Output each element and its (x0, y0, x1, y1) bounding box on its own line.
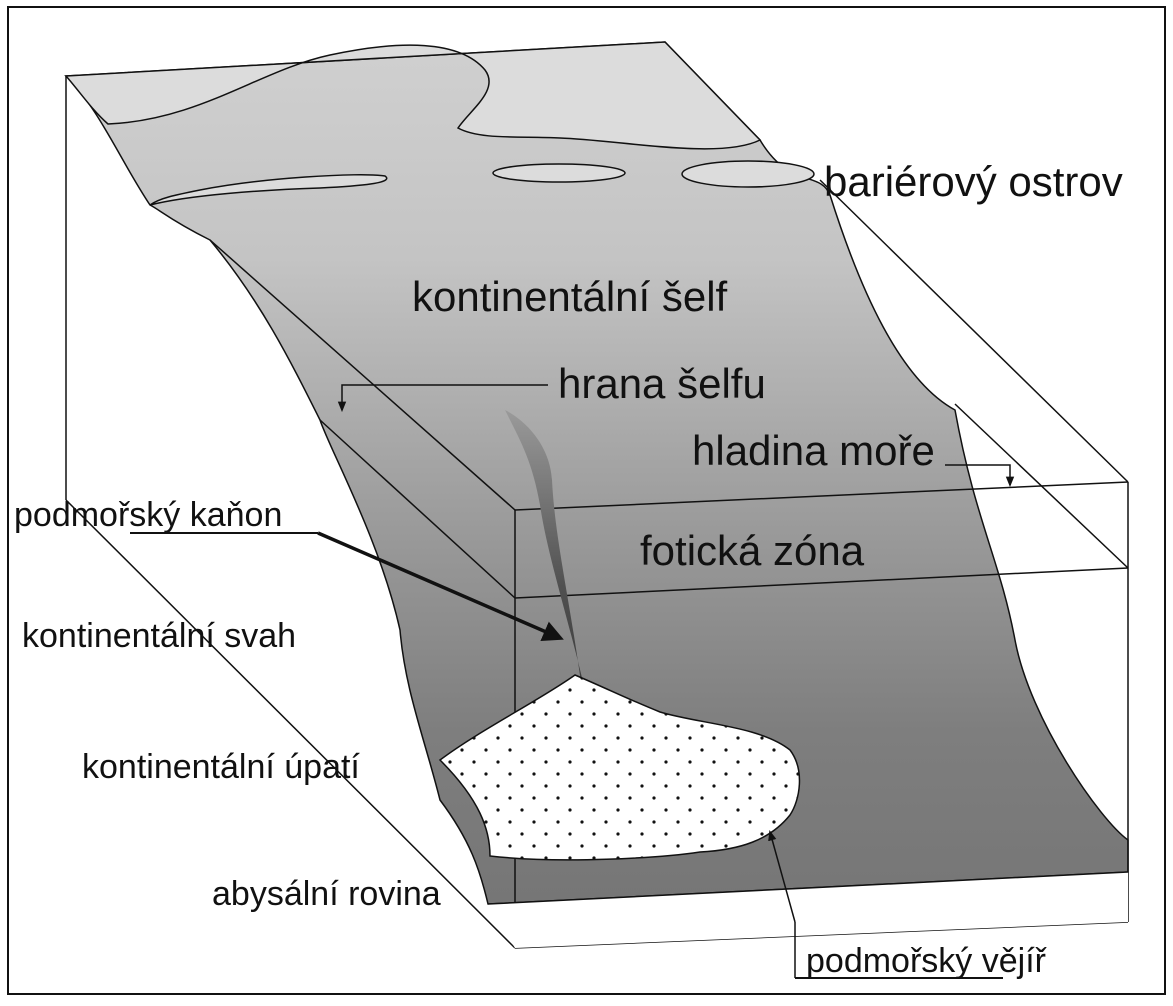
label-submarine-fan: podmořský vějíř (806, 942, 1047, 980)
barrier-island-small (493, 164, 625, 182)
label-submarine-canyon: podmořský kaňon (14, 496, 282, 534)
label-continental-shelf: kontinentální šelf (412, 273, 728, 320)
label-barrier-island: bariérový ostrov (824, 158, 1123, 205)
label-abyssal-plain: abysální rovina (212, 875, 441, 913)
label-shelf-edge: hrana šelfu (558, 360, 766, 407)
label-sea-level: hladina moře (692, 427, 935, 474)
label-continental-rise: kontinentální úpatí (82, 748, 360, 786)
label-photic-zone: fotická zóna (640, 527, 865, 574)
label-continental-slope: kontinentální svah (22, 617, 296, 655)
barrier-island-large (682, 161, 814, 187)
